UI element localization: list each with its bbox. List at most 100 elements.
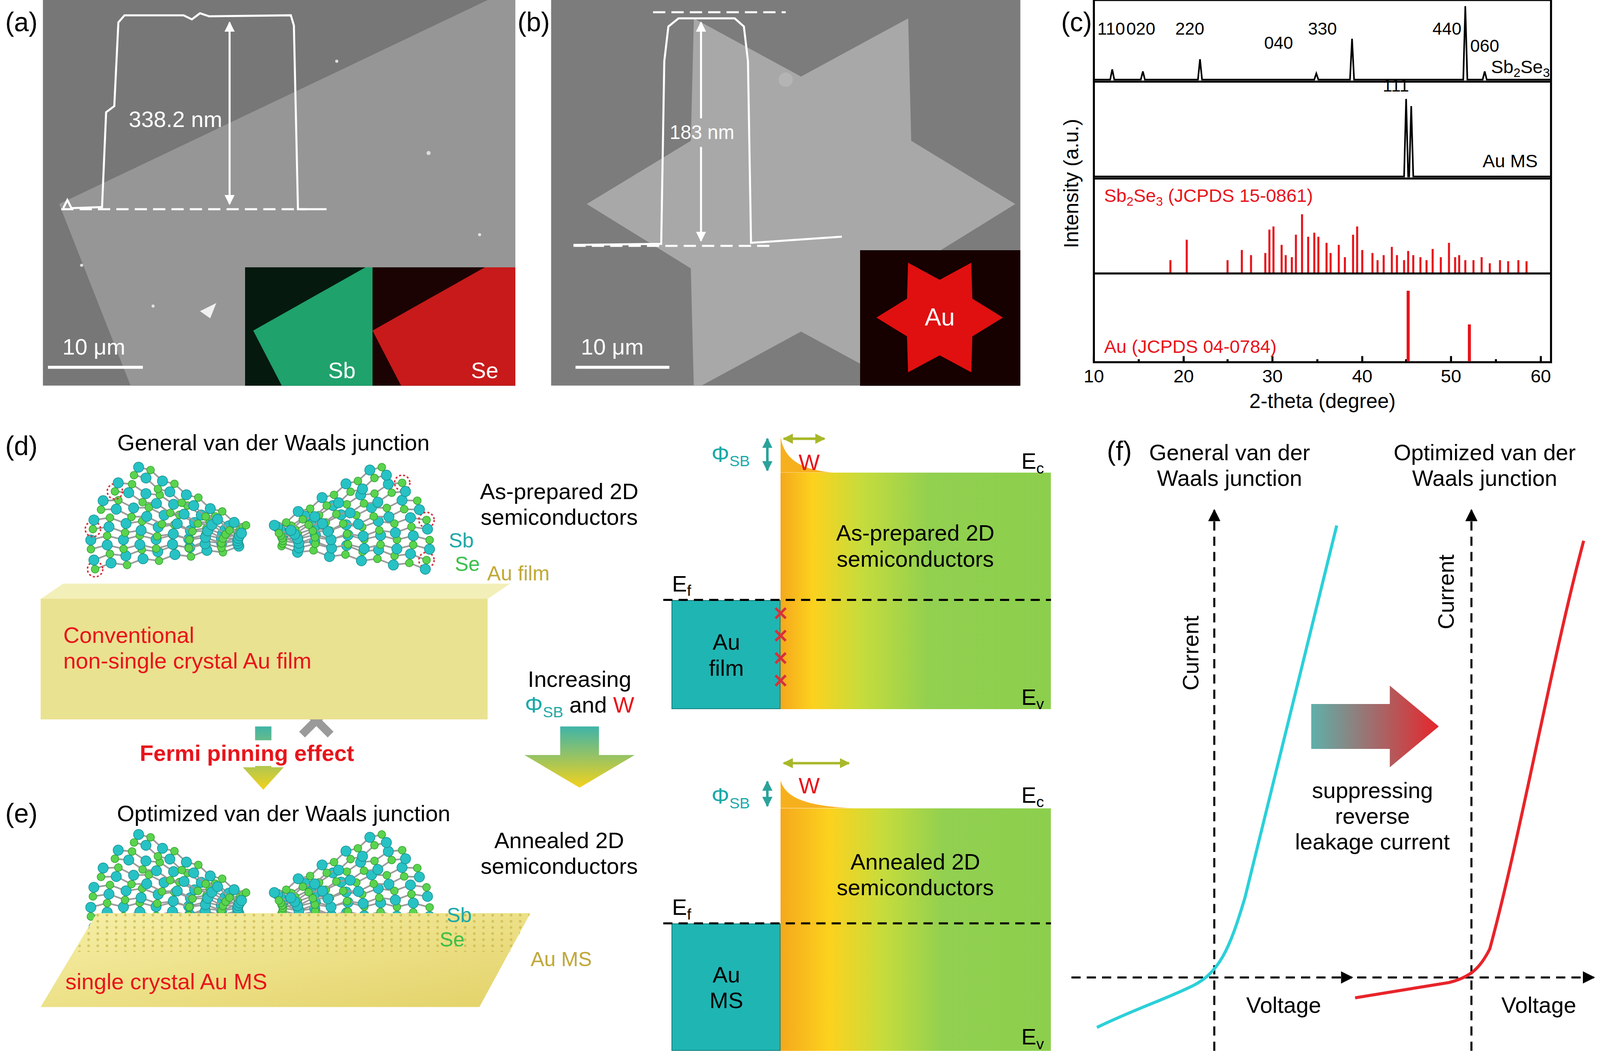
sb-atom (188, 500, 199, 511)
height-profile-a (47, 365, 143, 369)
text-line: semiconductors (480, 853, 638, 879)
se-atom (218, 507, 226, 516)
plot-title: Optimized van der Waals junction (1393, 439, 1577, 492)
text-line: Waals junction (1393, 465, 1577, 491)
barrier-label: ΦSB (711, 441, 750, 468)
se-atom (322, 869, 331, 877)
map-label: Au (924, 303, 955, 332)
se-atom (114, 496, 123, 505)
text-line: semiconductors (836, 545, 995, 572)
sem-image-a (42, 0, 516, 386)
sb-atom (106, 557, 117, 568)
se-atom (194, 493, 203, 502)
se-atom (275, 529, 283, 538)
pinning-marks (775, 653, 786, 664)
se-atom (88, 892, 97, 901)
sb-atom (405, 512, 416, 523)
xrd-frame (1094, 177, 1552, 180)
iv-axes (1097, 525, 1337, 1028)
se-atom (370, 489, 379, 498)
xrd-frame (1094, 0, 1552, 363)
fermi-level-label: Ef (671, 570, 692, 597)
sb-atom (381, 470, 392, 481)
sb-atom (345, 507, 356, 518)
se-atom (343, 529, 352, 538)
panel-letter: (e) (5, 798, 38, 829)
reference-label: Sb2Se3 (JCPDS 15-0861) (1103, 185, 1313, 207)
se-atom (346, 487, 355, 496)
se-atom (370, 841, 379, 849)
iv-axes (1357, 976, 1595, 979)
callout-label: Annealed 2D semiconductors (480, 827, 638, 879)
width-label: W (798, 772, 820, 799)
sb-atom (168, 528, 179, 539)
sb-atom (333, 864, 344, 876)
se-atom (354, 477, 362, 486)
sb-atom (128, 502, 139, 514)
text-line: ΦSB (711, 441, 750, 467)
se-atom (218, 875, 226, 883)
sem-image-a (79, 263, 83, 267)
sb-atom (111, 871, 122, 882)
text-line: suppressing (1295, 777, 1450, 804)
callout-label: As-prepared 2D semiconductors (479, 478, 639, 530)
sb-atom (179, 508, 190, 520)
text-part: semiconductors (836, 874, 994, 900)
peak-index: 330 (1307, 18, 1337, 39)
se-atom (330, 490, 338, 499)
sb-atom (171, 885, 183, 897)
text-part: E (1021, 1023, 1037, 1050)
sb-atom (128, 869, 139, 881)
text-line: reverse (1295, 803, 1450, 830)
text-part: Conventional (63, 622, 195, 648)
au-ms-plate: single crystal Au MS (40, 913, 531, 1007)
text-part: semiconductors (480, 504, 638, 530)
sb-atom (157, 476, 168, 487)
se-atom (369, 879, 378, 888)
height-profile-b (573, 12, 842, 368)
sb-atom (359, 543, 370, 554)
text-line: film (709, 654, 745, 681)
sb-atom (345, 875, 356, 886)
height-profile-b (573, 18, 842, 246)
se-atom (330, 858, 338, 867)
pinning-marks (775, 608, 786, 686)
text-line: Sb2Se3 (1490, 56, 1550, 78)
se-atom (128, 847, 137, 856)
se-atom (166, 508, 175, 517)
sb-atom (364, 832, 376, 843)
text-part: Se (1133, 185, 1157, 206)
se-atom (322, 501, 331, 510)
sb-atom (236, 895, 247, 906)
thickness-label: 338.2 nm (128, 106, 223, 133)
sb-atom (408, 530, 419, 542)
sb-atom (357, 898, 369, 909)
se-atom (106, 881, 114, 889)
sb-atom (151, 865, 162, 876)
plot-title: General van der Waals junction (1149, 439, 1311, 492)
peak-index: 060 (1470, 35, 1500, 57)
element-label: Sb (448, 529, 474, 553)
substrate-text: Conventional non-single crystal Au film (63, 622, 312, 675)
text-part: Increasing (527, 665, 632, 692)
sb-atom (269, 520, 280, 531)
se-atom (177, 498, 186, 507)
se-atom (106, 550, 114, 558)
text-part: Φ (524, 692, 543, 718)
sb-atom (390, 894, 401, 905)
element-map (372, 267, 516, 386)
pinning-marks (775, 608, 786, 619)
sem-image-a (335, 59, 339, 63)
arrow-label: Increasing ΦSB and W (524, 665, 635, 718)
sb-atom (167, 539, 178, 550)
sem-image-a (426, 150, 431, 156)
panel-title: Optimized van der Waals junction (116, 800, 451, 826)
panel-letter: (f) (1106, 435, 1133, 467)
substrate-label: Au MS (530, 947, 592, 971)
se-atom (153, 899, 161, 908)
sb-atom (164, 486, 175, 497)
sb-atom (140, 488, 151, 499)
sb-atom (309, 878, 320, 890)
text-part: Waals junction (1156, 465, 1302, 491)
element-map (253, 267, 373, 386)
